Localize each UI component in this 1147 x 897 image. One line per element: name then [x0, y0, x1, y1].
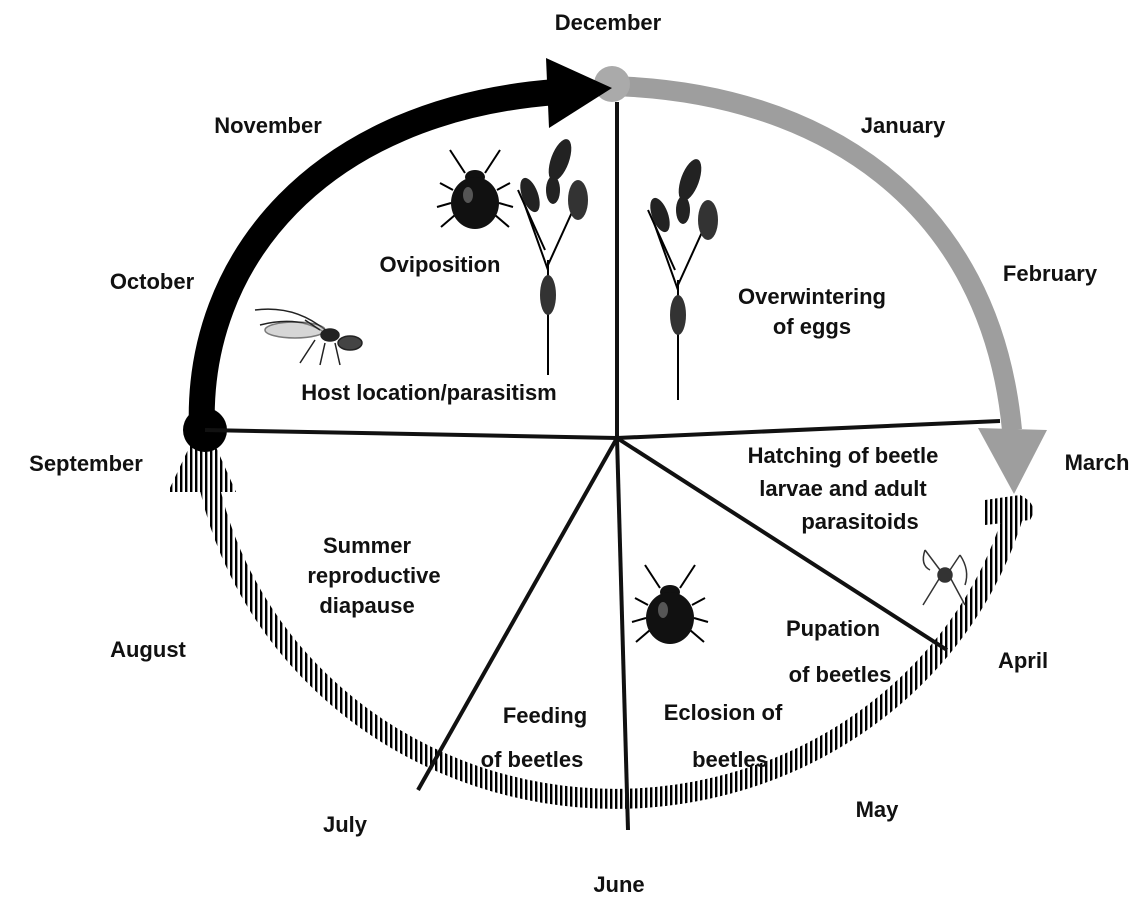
winter-arrow-shaft [612, 86, 1012, 430]
stage-label-overwintering-1: Overwintering [738, 284, 886, 309]
month-label-january: January [861, 113, 946, 138]
hatched-cap-april [985, 495, 1033, 525]
plant-icon [516, 136, 588, 375]
stage-label-pupation-2: of beetles [789, 662, 892, 687]
divider-march [617, 421, 1000, 438]
stage-label-feeding-1: Feeding [503, 703, 587, 728]
stage-label-hatching-3: parasitoids [801, 509, 918, 534]
month-label-july: July [323, 812, 368, 837]
month-label-august: August [110, 637, 186, 662]
stage-label-feeding-2: of beetles [481, 747, 584, 772]
divider-june-right [617, 438, 628, 830]
month-label-february: February [1003, 261, 1098, 286]
spider-icon [923, 550, 967, 605]
month-label-april: April [998, 648, 1048, 673]
month-label-december: December [555, 10, 662, 35]
stage-label-eclosion-2: beetles [692, 747, 768, 772]
beetle-icon [632, 565, 708, 644]
autumn-arrowhead [546, 58, 612, 128]
winter-arrowhead [978, 428, 1047, 494]
stage-label-eclosion-1: Eclosion of [664, 700, 783, 725]
wasp-icon [255, 309, 362, 365]
stage-label-diapause-3: diapause [319, 593, 414, 618]
stage-label-diapause-1: Summer [323, 533, 411, 558]
month-label-november: November [214, 113, 322, 138]
stage-label-host-location: Host location/parasitism [301, 380, 557, 405]
stage-label-oviposition: Oviposition [380, 252, 501, 277]
month-label-march: March [1065, 450, 1130, 475]
beetle-icon [437, 150, 513, 229]
month-label-september: September [29, 451, 143, 476]
stage-label-overwintering-2: of eggs [773, 314, 851, 339]
stage-label-hatching-2: larvae and adult [759, 476, 927, 501]
month-label-june: June [593, 872, 644, 897]
plant-icon [646, 156, 718, 400]
stage-label-pupation-1: Pupation [786, 616, 880, 641]
stage-label-hatching-1: Hatching of beetle [748, 443, 939, 468]
divider-june-left [418, 438, 617, 790]
month-label-may: May [856, 797, 900, 822]
month-label-october: October [110, 269, 195, 294]
stage-label-diapause-2: reproductive [307, 563, 440, 588]
divider-september [205, 430, 617, 438]
